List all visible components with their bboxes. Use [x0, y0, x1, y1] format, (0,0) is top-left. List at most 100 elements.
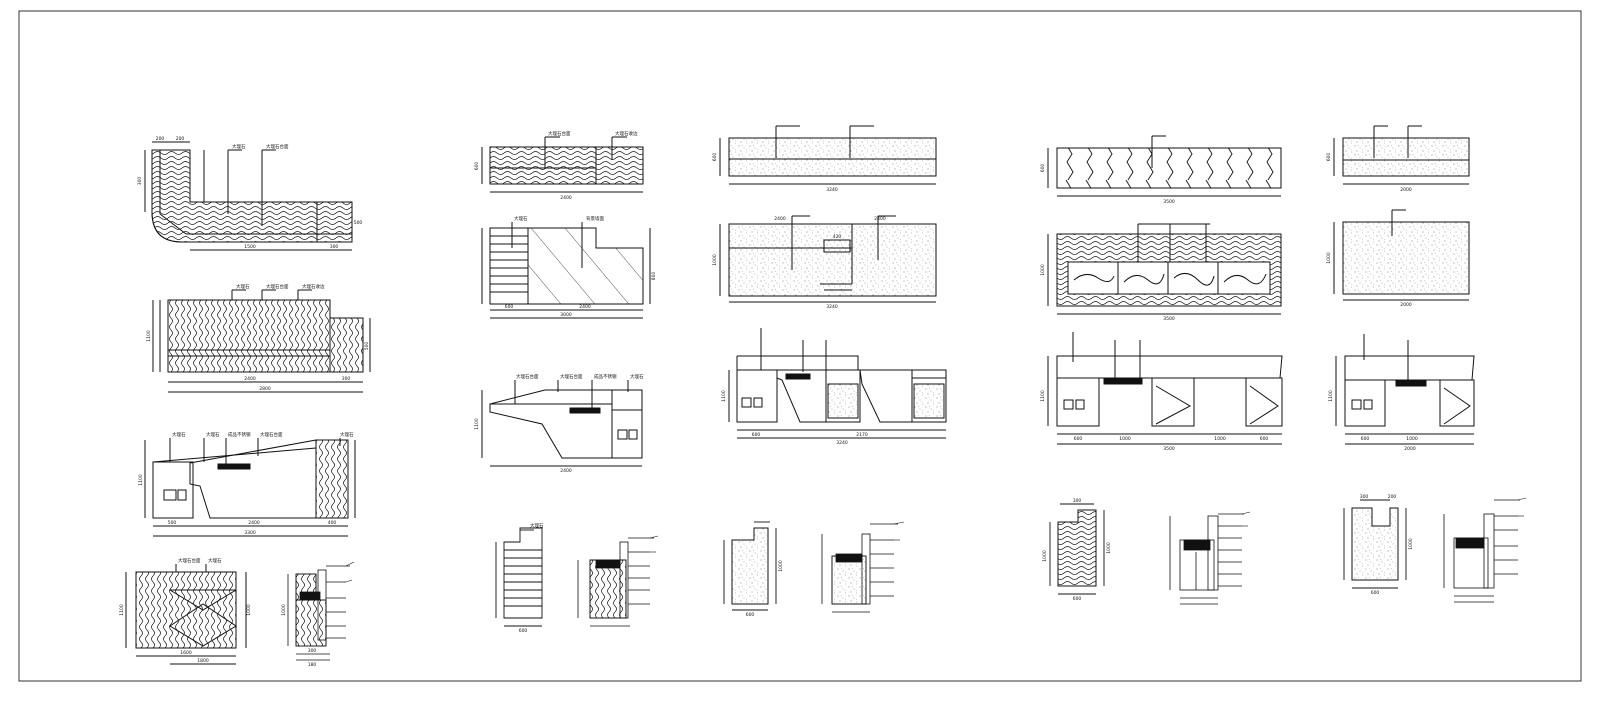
dim-label: 1100: [1040, 390, 1046, 402]
dim-label: 3240: [826, 304, 838, 310]
material-label: 大理石: [232, 143, 246, 150]
dim-label: 180: [308, 662, 317, 668]
drawing-e1-plan: [1333, 125, 1470, 185]
dim-label: 1100: [146, 330, 152, 342]
dim-label: 300: [1360, 494, 1369, 500]
dim-label: 3300: [244, 530, 256, 536]
dim-label: 2400: [560, 468, 572, 474]
dim-label: 600: [474, 162, 480, 171]
drawing-d5-detail: [1169, 513, 1244, 605]
drawing-e4-detail: [1343, 499, 1407, 589]
dim-label: 2400: [579, 304, 591, 310]
drawing-c3-section: [728, 328, 947, 439]
dim-label: 420: [833, 234, 842, 240]
material-label: 大理石: [630, 373, 644, 380]
drawing-c4-detail: [723, 521, 777, 611]
dim-label: 3240: [826, 187, 838, 193]
dim-label: 1600: [180, 650, 192, 656]
dim-label: 3500: [1163, 316, 1175, 322]
annotations: 200 200 300 1500 300 500 大理石 大理石台面 2400 …: [119, 130, 1418, 668]
dim-label: 2800: [259, 386, 271, 392]
material-label: 大理石: [236, 283, 250, 290]
dim-label: 1000: [1214, 436, 1226, 442]
dim-label: 600: [1326, 153, 1332, 162]
dim-label: 600: [1260, 436, 1269, 442]
drawing-b2-plan: [481, 222, 651, 319]
dim-label: 500: [354, 220, 363, 226]
drawing-d2-plan: [1047, 223, 1282, 315]
dim-label: 600: [1074, 436, 1083, 442]
sheet-border: [18, 10, 1582, 682]
dim-label: 600: [1073, 596, 1082, 602]
drawing-b1-plan: [481, 136, 644, 193]
dim-label: 3500: [1163, 446, 1175, 452]
dim-label: 500: [168, 520, 177, 526]
dim-label: 1100: [119, 604, 125, 616]
drawing-e2-plan: [1333, 209, 1470, 301]
dim-label: 1100: [474, 418, 480, 430]
material-label: 大理石台面: [260, 431, 283, 438]
drawing-c5-detail: [821, 523, 898, 613]
drawing-e3-section: [1335, 334, 1475, 445]
material-label: 大理石台面: [548, 130, 571, 137]
dim-label: 2000: [1400, 302, 1412, 308]
drawing-a5-detail: [287, 565, 350, 661]
dim-label: 1000: [1406, 436, 1418, 442]
dim-label: 600: [505, 304, 514, 310]
dim-label: 500: [364, 342, 370, 351]
drawing-d3-section: [1047, 332, 1283, 445]
material-label: 大理石收边: [615, 130, 638, 137]
dim-label: 1000: [281, 604, 287, 616]
dim-label: 1100: [138, 474, 144, 486]
dim-label: 1000: [1042, 550, 1048, 562]
drawing-c1-plan: [719, 125, 937, 185]
drawing-a2-elevation: [152, 289, 371, 393]
drawing-c2-plan: [719, 215, 937, 303]
dim-label: 600: [519, 628, 528, 634]
dim-label: 600: [1361, 436, 1370, 442]
material-label: 大理石: [530, 522, 544, 529]
dim-label: 300: [330, 244, 339, 250]
dim-label: 1000: [1326, 252, 1332, 264]
dim-label: 300: [308, 648, 317, 654]
dim-label: 1500: [244, 244, 256, 250]
drawing-a3-section: [144, 438, 356, 537]
dim-label: 2400: [248, 520, 260, 526]
dim-label: 3240: [836, 440, 848, 446]
drawing-d4-detail: [1049, 503, 1105, 595]
material-label: 大理石: [208, 557, 222, 564]
dim-label: 2400: [874, 216, 886, 222]
dim-label: 600: [1040, 164, 1046, 173]
material-label: 成品不锈钢: [594, 373, 617, 380]
drawing-e5-detail: [1443, 499, 1520, 603]
dim-label: 1000: [246, 604, 252, 616]
dim-label: 2000: [1404, 446, 1416, 452]
dim-label: 1000: [1106, 542, 1112, 554]
drawing-b4-detail: [495, 527, 543, 627]
dim-label: 600: [746, 612, 755, 618]
material-label: 成品不锈钢: [228, 431, 251, 438]
dim-label: 300: [342, 376, 351, 382]
dim-label: 600: [752, 432, 761, 438]
dim-label: 2400: [244, 376, 256, 382]
material-label: 大理石台面: [266, 283, 289, 290]
material-label: 大理石: [172, 431, 186, 438]
dim-label: 1000: [1119, 436, 1131, 442]
material-label: 大理石: [340, 431, 354, 438]
dim-label: 400: [328, 520, 337, 526]
drawing-a1-plan: [144, 141, 353, 251]
dim-label: 200: [176, 136, 185, 142]
dim-label: 300: [1073, 498, 1082, 504]
dim-label: 200: [156, 136, 165, 142]
material-label: 大理石台面: [560, 373, 583, 380]
dim-label: 800: [651, 272, 657, 281]
dim-label: 600: [1371, 590, 1380, 596]
dim-label: 1000: [712, 254, 718, 266]
dim-label: 1000: [1408, 538, 1414, 550]
dim-label: 3500: [1163, 199, 1175, 205]
dim-label: 1100: [721, 390, 727, 402]
material-label: 背景墙面: [586, 215, 604, 222]
dim-label: 3000: [560, 312, 572, 318]
dim-label: 1000: [1040, 264, 1046, 276]
